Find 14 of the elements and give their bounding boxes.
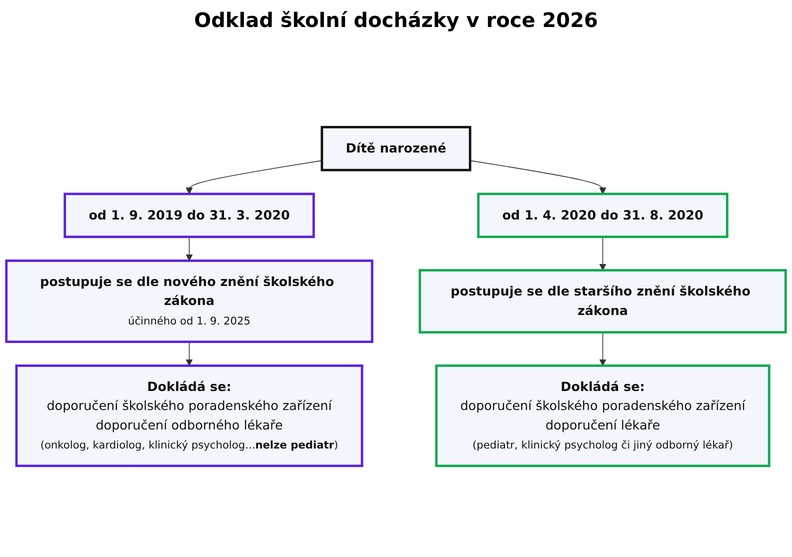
diagram-title: Odklad školní docházky v roce 2026 — [194, 8, 598, 32]
node-box: Dokládá se: doporučení školského poradenského zařízení doporučení lékaře (pediatr, klinický psycholog či jiný odborný lékař) — [435, 364, 770, 468]
arrow — [186, 160, 322, 194]
arrow — [186, 236, 193, 262]
node-box: od 1. 9. 2019 do 31. 3. 2020 — [64, 192, 315, 238]
node-box: postupuje se dle staršího znění školského zákona — [418, 269, 787, 334]
arrow — [470, 160, 606, 194]
arrow — [186, 341, 193, 366]
node-box: Dítě narozené — [320, 126, 472, 172]
node-box: postupuje se dle nového znění školského zákona účinného od 1. 9. 2025 — [5, 260, 374, 344]
arrow — [599, 332, 606, 366]
arrow — [599, 236, 606, 271]
node-box: Dokládá se: doporučení školského poradenského zařízení doporučení odborného lékaře (onkolog, kardiolog, klinický psycholog...nelze pediatr) — [15, 364, 364, 468]
node-box: od 1. 4. 2020 do 31. 8. 2020 — [477, 192, 728, 238]
